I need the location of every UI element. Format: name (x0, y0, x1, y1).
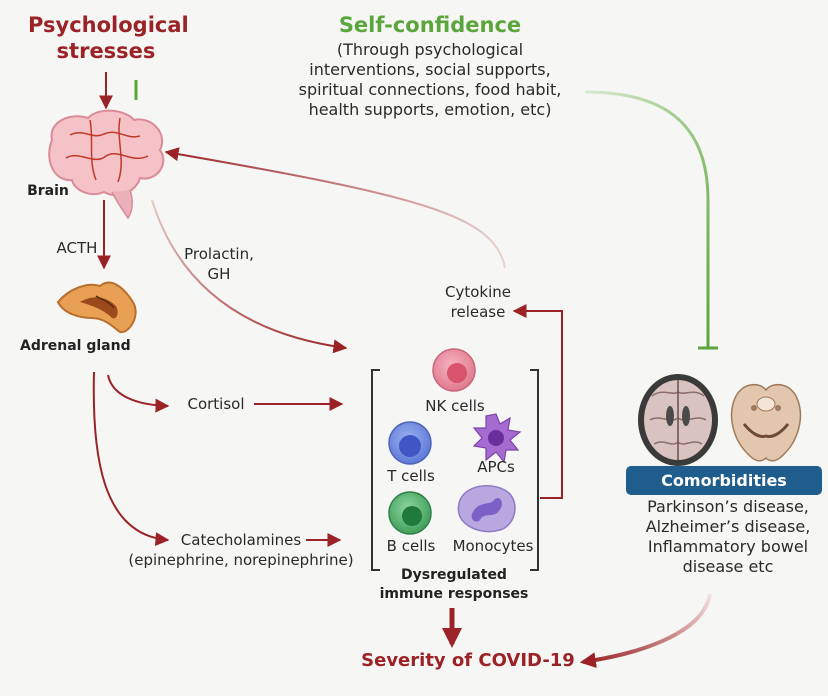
prolactin-gh-arrow (151, 199, 348, 354)
comorbidities-badge: Comorbidities (626, 466, 822, 495)
dysregulated-immune-label: Dysregulated immune responses (368, 566, 540, 604)
self-confidence-title: Self-confidence (338, 13, 522, 37)
confidence-inhibit-comorbidities (584, 90, 718, 350)
prolactin-line-1: Prolactin, (184, 245, 254, 263)
catecholamines-line-2: (epinephrine, norepinephrine) (128, 551, 354, 569)
cytokine-release-label: Cytokine release (430, 282, 526, 322)
monocytes-label: Monocytes (452, 537, 534, 555)
apcs-label: APCs (477, 458, 515, 476)
confidence-desc-line-4: health supports, emotion, etc) (308, 100, 552, 119)
self-confidence-description: (Through psychological interventions, so… (290, 40, 570, 120)
catecholamines-line-1: Catecholamines (180, 531, 302, 549)
parkinsons-midbrain-icon (730, 383, 802, 462)
cytokine-line-1: Cytokine (445, 283, 511, 301)
nk-cell-icon (432, 348, 476, 392)
nk-cells-label: NK cells (425, 397, 485, 415)
comorbidity-ibd-line-1: Inflammatory bowel (647, 537, 809, 556)
severity-covid-label: Severity of COVID-19 (361, 650, 575, 671)
immune-to-cytokine-arrow (512, 304, 563, 499)
t-cells-label: T cells (387, 467, 435, 485)
brain-icon (48, 109, 165, 220)
comorbidities-to-severity-arrow (579, 593, 712, 669)
adrenal-to-catecholamines-arrow (92, 371, 170, 547)
immune-cells-bracket (371, 369, 539, 571)
comorbidities-list: Parkinson’s disease, Alzheimer’s disease… (630, 497, 826, 577)
alzheimers-brain-scan-icon (638, 374, 718, 466)
monocyte-icon (457, 485, 516, 533)
acth-label: ACTH (56, 239, 98, 257)
apc-cell-icon (472, 413, 522, 464)
immune-line-2: immune responses (379, 586, 529, 602)
cytokine-line-2: release (450, 303, 506, 321)
b-cell-icon (388, 491, 432, 535)
adrenal-gland-icon (56, 281, 137, 334)
psychological-stresses-title: Psychological stresses (28, 12, 189, 64)
comorbidity-ibd-line-2: disease etc (682, 557, 774, 576)
title-stress-line-1: Psychological (28, 13, 189, 37)
immune-line-1: Dysregulated (401, 567, 507, 583)
b-cells-label: B cells (386, 537, 436, 555)
confidence-desc-line-2: interventions, social supports, (309, 60, 551, 79)
brain-label: Brain (27, 183, 69, 199)
comorbidity-alzheimers: Alzheimer’s disease, (645, 517, 811, 536)
adrenal-gland-label: Adrenal gland (20, 338, 131, 354)
confidence-desc-line-1: (Through psychological (336, 40, 524, 59)
catecholamines-label: Catecholamines (epinephrine, norepinephr… (112, 530, 370, 570)
confidence-desc-line-3: spiritual connections, food habit, (298, 80, 562, 99)
adrenal-to-cortisol-arrow (107, 374, 170, 413)
prolactin-gh-label: Prolactin, GH (176, 244, 262, 284)
title-stress-line-2: stresses (56, 39, 156, 63)
cytokine-to-brain-arrow (164, 147, 506, 269)
prolactin-line-2: GH (207, 265, 231, 283)
t-cell-icon (388, 421, 432, 465)
confidence-inhibit-stress (134, 80, 300, 100)
cortisol-label: Cortisol (187, 395, 245, 413)
comorbidity-parkinsons: Parkinson’s disease, (647, 497, 809, 516)
